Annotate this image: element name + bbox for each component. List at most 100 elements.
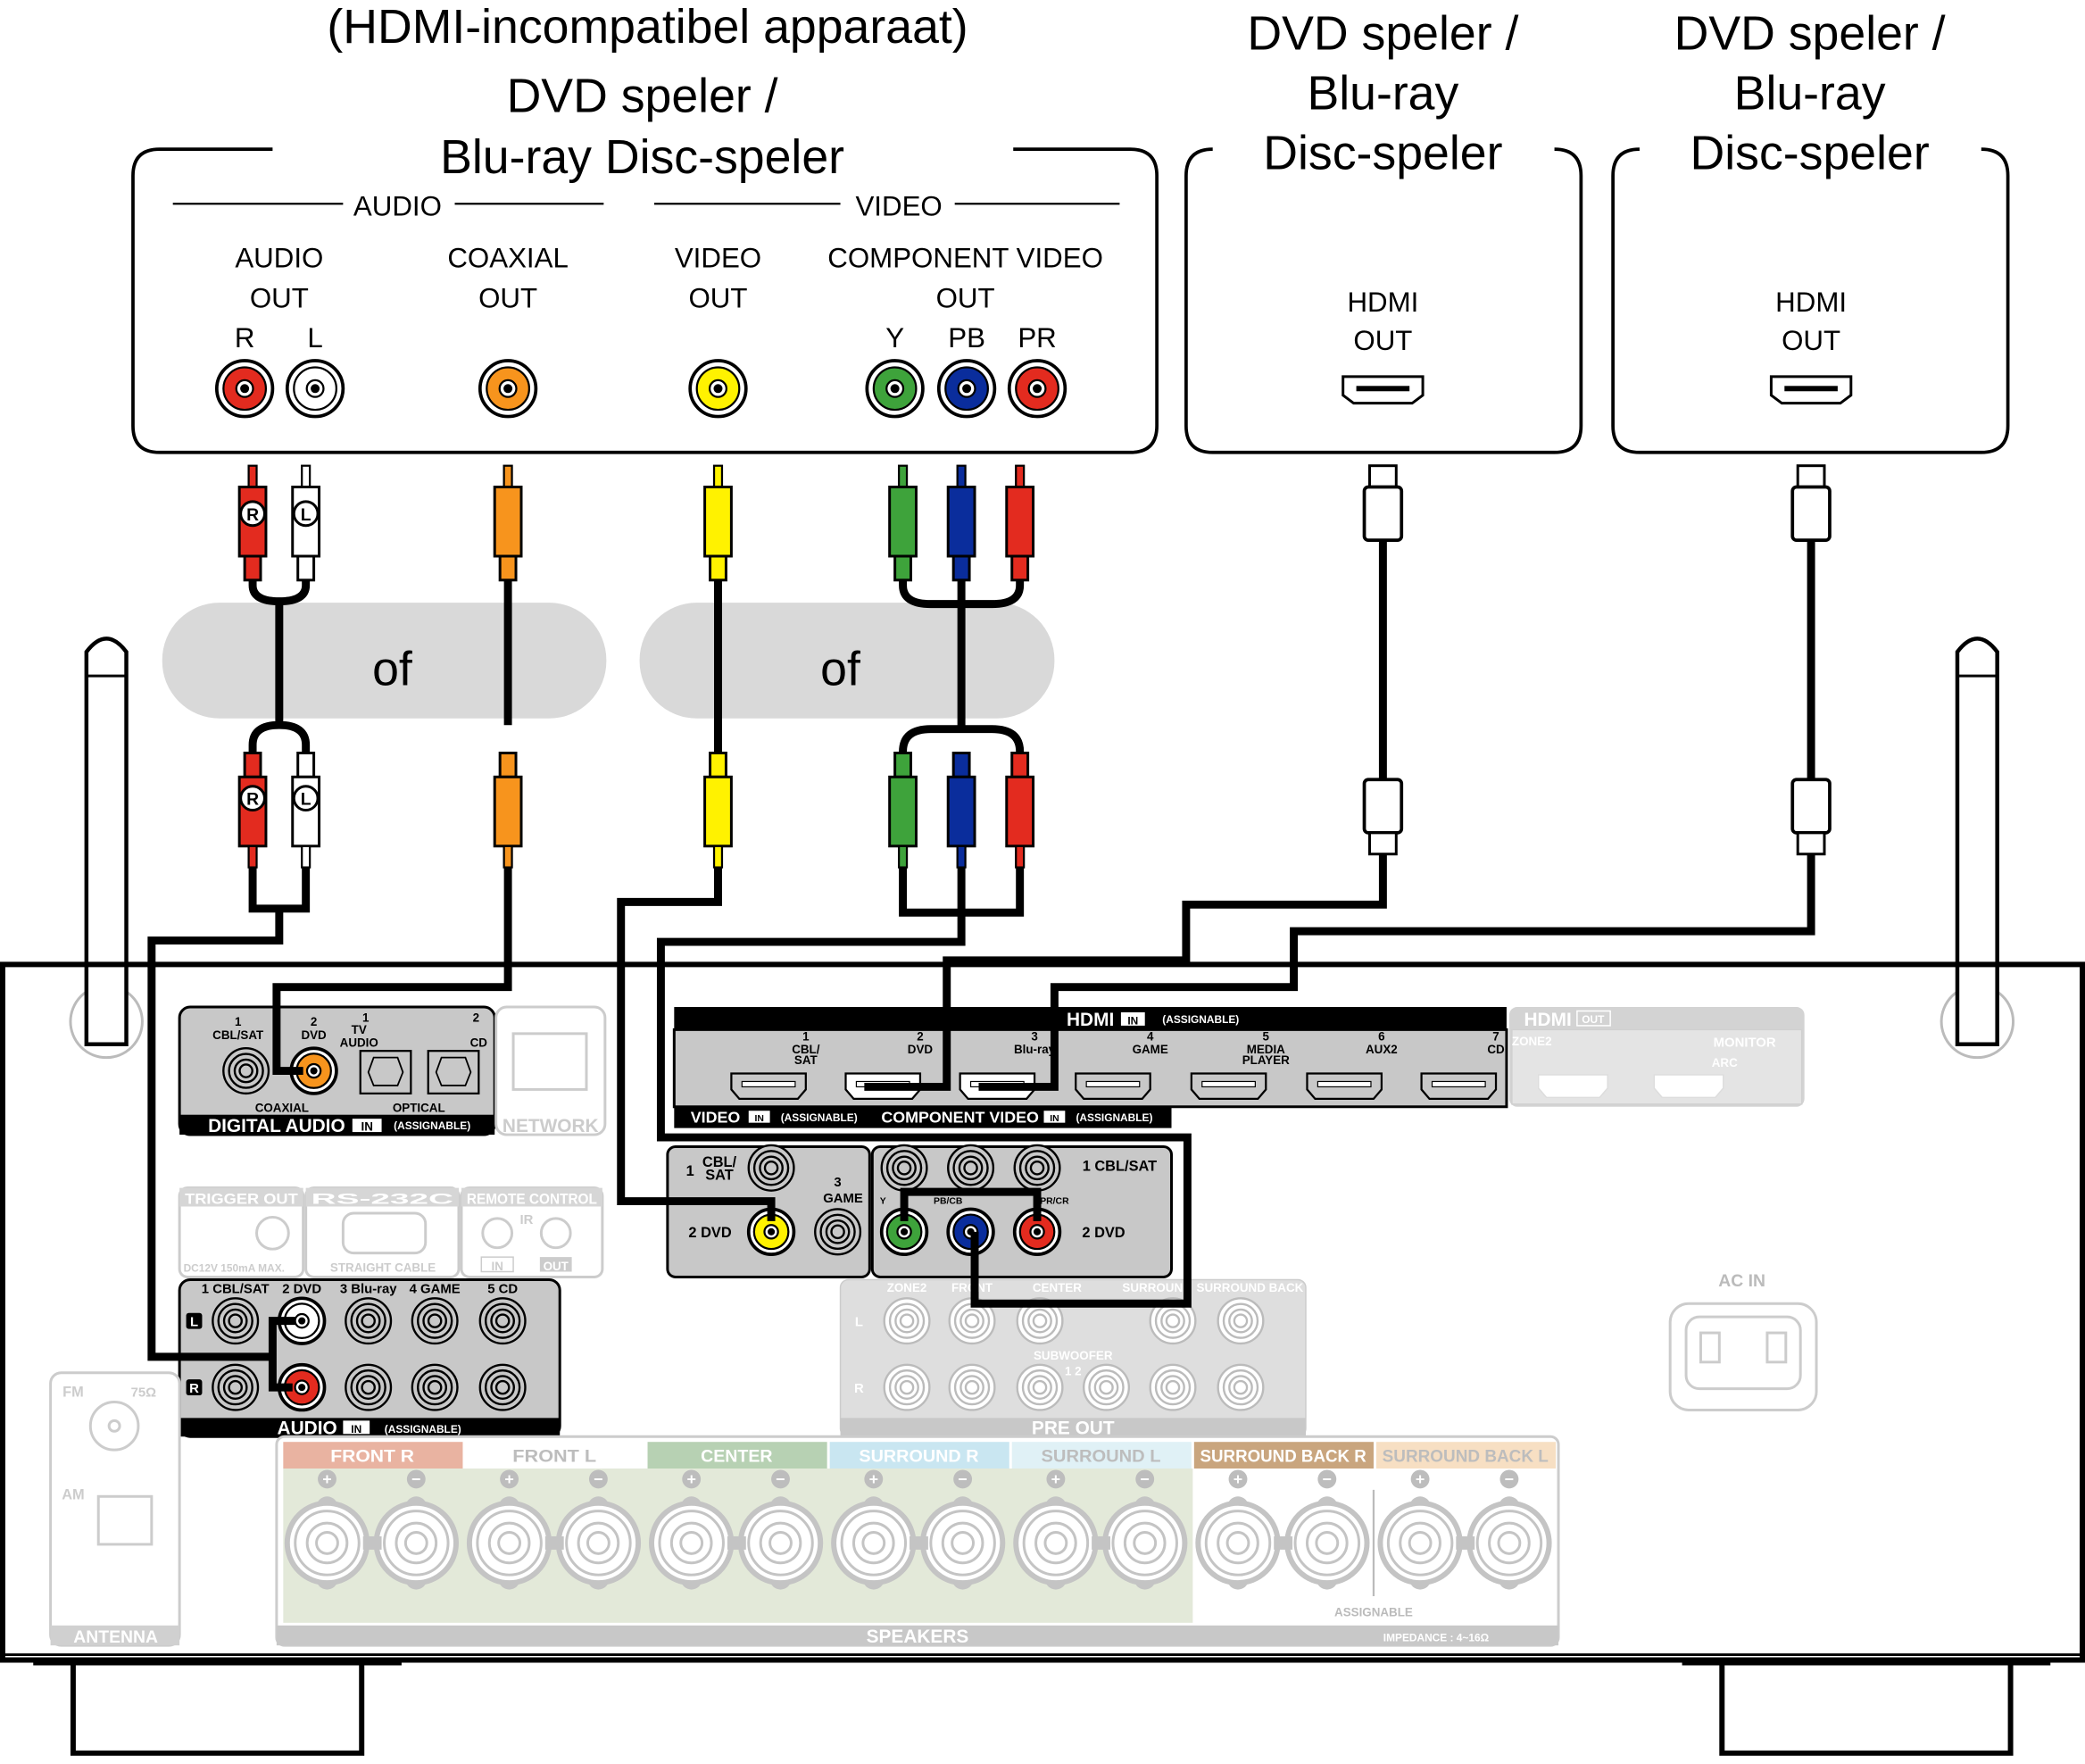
label: IMPEDANCE : 4~16Ω (1383, 1632, 1490, 1644)
plug-body (946, 775, 976, 848)
video-group-label: VIDEO (855, 191, 942, 222)
jack-ring (888, 1302, 926, 1339)
device-dvd-hdmi-2: DVD speler / Blu-ray Disc-speler HDMI OU… (1611, 6, 2010, 454)
rca-jack (883, 1363, 931, 1411)
terminal-ring (1386, 1510, 1454, 1577)
label: PR/CR (1040, 1197, 1069, 1207)
label: SURROUND R (859, 1447, 978, 1467)
plug-tip (956, 464, 967, 488)
jack-ring (899, 1379, 915, 1395)
device-box (131, 147, 1159, 454)
hdmi-out-label: HDMI (1775, 287, 1847, 318)
minus-icon (1135, 1469, 1155, 1489)
rca-jack (883, 1297, 931, 1345)
jack-ring (222, 1375, 248, 1400)
terminal-bridge (910, 1535, 928, 1550)
jack-ring (361, 1313, 376, 1328)
jack-center (713, 384, 723, 394)
antenna-bar (50, 1625, 180, 1646)
device-title-line3: Disc-speler (1263, 126, 1502, 179)
plus-label: + (322, 1470, 331, 1488)
jack-ring (1217, 1363, 1265, 1411)
rca-jack (1082, 1363, 1131, 1411)
plug-boot (243, 752, 262, 778)
terminal-ring (497, 1531, 522, 1555)
ir-out-badge (539, 1257, 572, 1272)
label: 5 CD (487, 1282, 518, 1296)
minus-icon (1499, 1469, 1519, 1489)
ac-in-label: AC IN (1718, 1271, 1765, 1291)
label: AUDIO (278, 1418, 337, 1438)
rca-jack-#3ea33b (865, 359, 925, 419)
jack-ring (1027, 1308, 1052, 1334)
antenna-rod (84, 637, 129, 1046)
coaxial-cable (272, 579, 512, 1076)
plus-label: + (686, 1470, 695, 1488)
jack-ring (759, 1155, 784, 1181)
label: CD (1487, 1043, 1505, 1056)
jack-ring (350, 1369, 386, 1406)
terminal-ring (487, 1521, 531, 1565)
component-out-label: COMPONENT VIDEO (827, 243, 1103, 274)
hdmi-out-port (1537, 1074, 1608, 1099)
speaker-channel-header (1375, 1442, 1557, 1469)
label: 4 GAME (410, 1282, 461, 1296)
label: CBL/ (792, 1043, 820, 1056)
jack-ring (1021, 1369, 1059, 1406)
jack-ring (427, 1313, 443, 1328)
terminal-ring (1497, 1531, 1522, 1555)
label: IN (1050, 1114, 1059, 1124)
jack-ring (964, 1379, 980, 1395)
jack-ring (422, 1375, 448, 1400)
minus-label: − (1140, 1470, 1149, 1488)
jack-ring (1233, 1379, 1249, 1395)
jack-ring (952, 1150, 989, 1186)
output-jacks (214, 359, 1067, 419)
jack-ring (752, 1150, 790, 1186)
in-badge (1043, 1111, 1066, 1123)
plug-label-badge (239, 785, 266, 812)
plug-body (946, 486, 976, 558)
l-badge (186, 1312, 203, 1329)
speaker-channel-header (829, 1442, 1009, 1469)
terminal-ring (577, 1521, 620, 1565)
jack-ring (959, 1308, 984, 1334)
terminal-ring (395, 1521, 438, 1565)
label: COAXIAL (255, 1102, 309, 1115)
terminal-ring (1195, 1500, 1281, 1586)
jack-ring (478, 1363, 527, 1411)
terminal-ring (373, 1500, 459, 1586)
terminal-ring (1204, 1510, 1272, 1577)
receiver-foot (70, 1662, 365, 1756)
plug-boot (498, 752, 518, 778)
speaker-channel-header (1193, 1442, 1374, 1469)
terminal-ring (1013, 1500, 1099, 1586)
hdmi-plug (1362, 464, 1404, 542)
plus-label: + (1051, 1470, 1060, 1488)
coaxial-out-label: COAXIAL (447, 243, 569, 274)
speaker-channel-header (283, 1442, 463, 1469)
jack-ring (1018, 1150, 1056, 1186)
terminal-ring (747, 1510, 814, 1577)
wireless-antenna (69, 637, 144, 1060)
hdmi-out-label: OUT (1782, 325, 1840, 356)
rca-jack (212, 1363, 260, 1411)
minus-label: − (776, 1470, 785, 1488)
jack-ring (747, 1144, 795, 1192)
label: (ASSIGNABLE) (781, 1111, 858, 1124)
jack-ring (894, 1375, 919, 1400)
jack-ring (959, 1375, 984, 1400)
label: OUT (1582, 1013, 1605, 1026)
optical-port-shape (367, 1056, 404, 1086)
terminal-bridge (362, 1535, 382, 1550)
jack-ring (484, 1369, 521, 1406)
plug-tip (712, 845, 724, 869)
plug-label: L (301, 505, 312, 525)
fm-jack (88, 1401, 140, 1452)
speaker-terminal: + (831, 1469, 917, 1590)
device-dvd-hdmi-1: DVD speler / Blu-ray Disc-speler HDMI OU… (1184, 6, 1583, 454)
plug-tip (897, 845, 909, 869)
terminal-ring (1377, 1500, 1463, 1586)
terminal-bridge (1274, 1535, 1293, 1550)
